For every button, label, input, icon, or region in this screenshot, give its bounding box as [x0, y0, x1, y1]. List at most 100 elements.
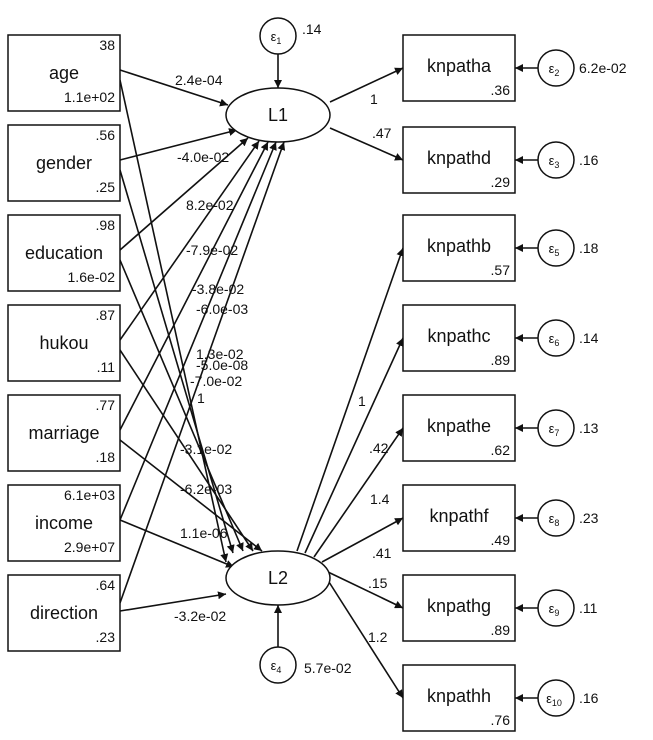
error-variance: 6.2e-02 — [579, 60, 627, 76]
predictor-variance: 1.6e-02 — [68, 269, 116, 285]
indicator-label: knpathe — [427, 416, 491, 436]
error-variance: .13 — [579, 420, 599, 436]
indicator-knpathb: knpathb.57 — [402, 214, 516, 282]
latent-label: L2 — [268, 568, 288, 588]
path-arrow-hukou-to-L2 — [119, 349, 254, 552]
path-coefficient-hukou-l1: -7.9e-02 — [186, 242, 238, 258]
error-circle — [537, 589, 575, 627]
path-arrow-income-to-L2 — [119, 519, 235, 568]
predictor-label: direction — [30, 603, 98, 623]
predictor-label: age — [49, 63, 79, 83]
predictor-direction: .64 direction .23 — [7, 574, 121, 652]
error-term-l2: ε4 5.7e-02 — [259, 646, 352, 684]
predictor-mean: .64 — [96, 577, 116, 593]
loading-arrow-knpathf — [321, 517, 404, 563]
loading-knpathe: 1.4 — [370, 491, 390, 507]
error-variance: .16 — [579, 152, 599, 168]
latent-label: L1 — [268, 105, 288, 125]
predictor-education: .98 education 1.6e-02 — [7, 214, 121, 292]
error-circle — [537, 409, 575, 447]
error-circle — [537, 319, 575, 357]
predictor-label: education — [25, 243, 103, 263]
path-arrow-education-to-L1 — [119, 137, 249, 251]
indicator-intercept: .29 — [491, 174, 511, 190]
path-coefficient-education-l1: 8.2e-02 — [186, 197, 234, 213]
epsilon-subscript: 1 — [276, 36, 281, 46]
indicator-box-knpathe — [402, 394, 516, 462]
indicator-knpathd: knpathd.29 — [402, 126, 516, 194]
loading-knpathf: .41 — [372, 545, 392, 561]
epsilon-symbol: ε6 — [549, 331, 560, 348]
error-circle — [537, 679, 575, 717]
epsilon-subscript: 3 — [554, 160, 559, 170]
epsilon-symbol: ε5 — [549, 241, 560, 258]
error-variance: .16 — [579, 690, 599, 706]
predictor-box-direction — [7, 574, 121, 652]
latent-l1: L1 — [225, 87, 331, 143]
loading-knpathg: .15 — [368, 575, 388, 591]
predictor-box-marriage — [7, 394, 121, 472]
loading-knpathh: 1.2 — [368, 629, 388, 645]
error-term-knpathd: ε3.16 — [537, 141, 599, 179]
epsilon-subscript: 9 — [554, 608, 559, 618]
predictor-variance: .18 — [96, 449, 116, 465]
path-arrow-direction-to-L2 — [119, 591, 227, 612]
path-coefficient-marriage-l1: -6.0e-03 — [196, 301, 248, 317]
path-coefficient-age-l1: 2.4e-04 — [175, 72, 223, 88]
loading-knpathc: .42 — [369, 440, 389, 456]
predictor-variance: 1.1e+02 — [64, 89, 115, 105]
epsilon-subscript: 5 — [554, 248, 559, 258]
path-coefficient-income-l2: 1.1e-06 — [180, 525, 228, 541]
epsilon-subscript: 2 — [554, 68, 559, 78]
error-variance: .23 — [579, 510, 599, 526]
error-term-knpathf: ε8.23 — [537, 499, 599, 537]
predictor-box-gender — [7, 124, 121, 202]
loading-arrow-knpathc — [304, 337, 404, 554]
error-variance: 5.7e-02 — [304, 660, 352, 676]
predictor-variance: .23 — [96, 629, 116, 645]
path-lines — [119, 54, 538, 702]
indicator-intercept: .57 — [491, 262, 511, 278]
error-circle — [537, 141, 575, 179]
predictor-variance: .25 — [96, 179, 116, 195]
epsilon-symbol: ε7 — [549, 421, 560, 438]
predictor-label: income — [35, 513, 93, 533]
indicator-box-knpathg — [402, 574, 516, 642]
indicator-label: knpathh — [427, 686, 491, 706]
indicator-intercept: .89 — [491, 352, 511, 368]
path-coefficient-education-l2: -7.0e-02 — [190, 373, 242, 389]
epsilon-subscript: 4 — [276, 665, 281, 675]
latent-ellipse — [225, 87, 331, 143]
error-circle — [259, 646, 297, 684]
predictor-variance: 2.9e+07 — [64, 539, 115, 555]
loading-arrow-knpathb — [296, 247, 405, 552]
indicator-knpathe: knpathe.62 — [402, 394, 516, 462]
epsilon-subscript: 8 — [554, 518, 559, 528]
predictor-box-hukou — [7, 304, 121, 382]
path-arrow-age-to-L2 — [119, 79, 229, 563]
error-variance: .14 — [579, 330, 599, 346]
indicator-label: knpathf — [429, 506, 489, 526]
indicator-knpathh: knpathh.76 — [402, 664, 516, 732]
predictor-label: gender — [36, 153, 92, 173]
path-arrow-marriage-to-L1 — [119, 141, 269, 431]
loading-arrow-knpatha — [329, 67, 404, 103]
loading-arrow-knpathe — [313, 427, 404, 558]
predictor-mean: .98 — [96, 217, 116, 233]
epsilon-subscript: 7 — [554, 428, 559, 438]
indicator-label: knpatha — [427, 56, 492, 76]
indicator-intercept: .36 — [491, 82, 511, 98]
epsilon-symbol: ε9 — [549, 601, 560, 618]
error-term-knpathe: ε7 .13 — [537, 409, 599, 447]
epsilon-symbol: ε4 — [271, 658, 282, 675]
indicator-intercept: .89 — [491, 622, 511, 638]
path-coefficient-direction-l1: 1 — [197, 390, 205, 406]
loading-knpatha: 1 — [370, 91, 378, 107]
node-shapes: 38age1.1e+02.56gender.25.98education1.6e… — [7, 17, 627, 732]
predictor-mean: .87 — [96, 307, 116, 323]
